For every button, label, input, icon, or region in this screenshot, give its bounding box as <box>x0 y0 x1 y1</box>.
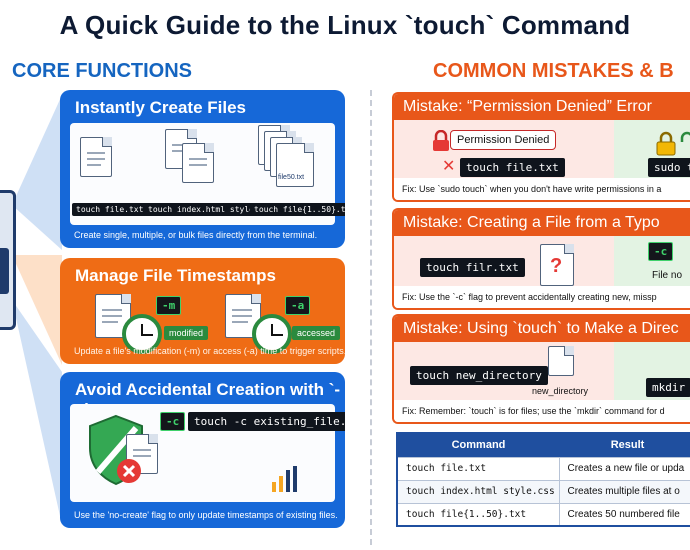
table-header-row: Command Result <box>397 433 690 457</box>
unlock-icon <box>656 131 690 156</box>
table-cell-result: Creates a new file or upda <box>559 456 690 480</box>
file-icon: file50.txt <box>276 143 314 187</box>
good-cmd: mkdir <box>646 378 690 397</box>
bad-example: touch new_directory new_directory <box>394 342 614 404</box>
table-cell-command: touch file.txt <box>397 456 560 480</box>
good-example: -c File no <box>614 236 690 290</box>
clock-icon <box>122 314 162 354</box>
bar-chart-icon <box>272 466 297 492</box>
clock-icon <box>252 314 292 354</box>
table-cell-command: touch file{1..50}.txt <box>397 502 560 526</box>
file-label: new_directory <box>532 386 589 396</box>
flag-m: -m <box>156 296 182 315</box>
bad-example: Permission Denied ✕ touch file.txt <box>394 120 614 182</box>
mistake-heading: Mistake: “Permission Denied” Error <box>394 94 690 120</box>
fix-text: Fix: Use `sudo touch` when you don't hav… <box>394 178 690 200</box>
connector-wedge <box>12 95 62 525</box>
good-example: mkdir <box>614 342 690 404</box>
avoid-illustration: -c touch -c existing_file.txt <box>70 404 345 502</box>
table-row: touch file.txt Creates a new file or upd… <box>397 456 690 480</box>
question-file-icon: ? <box>540 244 574 286</box>
good-cmd: sudo t <box>648 158 690 177</box>
table-cell-result: Creates multiple files at o <box>559 479 690 503</box>
flag-c: -c <box>160 412 186 431</box>
card-avoid-creation: Avoid Accidental Creation with `-c` -c t… <box>60 372 345 528</box>
table-cell-result: Creates 50 numbered file <box>559 502 690 526</box>
cmd-touch-multiple: touch index.html style.css <box>144 203 278 216</box>
section-core-functions: CORE FUNCTIONS <box>12 60 192 82</box>
file50-label: file50.txt <box>278 174 305 181</box>
mistake-permission: Mistake: “Permission Denied” Error Permi… <box>392 92 690 202</box>
file-icon <box>80 137 112 177</box>
card-timestamps: Manage File Timestamps -m modified -a ac… <box>60 258 345 364</box>
bad-example: touch filr.txt ? <box>394 236 614 290</box>
table-row: touch file{1..50}.txt Creates 50 numbere… <box>397 502 690 526</box>
cmd-touch-file: touch file.txt <box>72 203 148 216</box>
lock-icon <box>433 130 449 151</box>
card-heading: Manage File Timestamps <box>75 266 276 285</box>
x-icon: ✕ <box>442 158 456 175</box>
card-caption: Use the 'no-create' flag to only update … <box>74 510 338 520</box>
section-common-mistakes: COMMON MISTAKES & B <box>433 60 674 82</box>
header-command: Command <box>397 433 559 457</box>
accessed-label: accessed <box>292 326 341 340</box>
card-caption: Create single, multiple, or bulk files d… <box>74 230 318 240</box>
fix-text: Fix: Use the `-c` flag to prevent accide… <box>394 286 690 308</box>
fix-text: Fix: Remember: `touch` is for files; use… <box>394 400 690 422</box>
good-example: sudo t <box>614 120 690 182</box>
modified-label: modified <box>164 326 209 340</box>
mistake-typo: Mistake: Creating a File from a Typo tou… <box>392 208 690 310</box>
bad-cmd: touch file.txt <box>460 158 565 177</box>
card-heading: Instantly Create Files <box>75 98 247 117</box>
cmd-touch-bulk: touch file{1..50}.txt <box>250 203 345 216</box>
command-table: Command Result touch file.txt Creates a … <box>396 432 690 527</box>
mistake-directory: Mistake: Using `touch` to Make a Direc t… <box>392 314 690 424</box>
file-icon <box>182 143 214 183</box>
bad-cmd: touch filr.txt <box>420 258 525 277</box>
cmd-touch-c: touch -c existing_file.txt <box>188 412 345 431</box>
file-icon <box>548 346 574 376</box>
card-create-files: Instantly Create Files file50.txt touch … <box>60 90 345 248</box>
good-text: File no <box>652 270 683 281</box>
files-illustration: file50.txt touch file.txt touch index.ht… <box>70 123 345 225</box>
error-icon <box>117 459 141 483</box>
flag-a: -a <box>285 296 311 315</box>
good-flag: -c <box>648 242 674 261</box>
bad-cmd: touch new_directory <box>410 366 548 385</box>
header-result: Result <box>559 433 690 457</box>
mistake-heading: Mistake: Creating a File from a Typo <box>394 210 690 236</box>
card-caption: Update a file's modification (-m) or acc… <box>74 346 345 356</box>
monitor-icon <box>0 190 16 330</box>
page-title: A Quick Guide to the Linux `touch` Comma… <box>59 10 631 40</box>
mistake-heading: Mistake: Using `touch` to Make a Direc <box>394 316 690 342</box>
divider <box>370 90 372 545</box>
table-row: touch index.html style.css Creates multi… <box>397 479 690 503</box>
table-cell-command: touch index.html style.css <box>397 479 560 503</box>
permission-denied-badge: Permission Denied <box>450 130 557 150</box>
